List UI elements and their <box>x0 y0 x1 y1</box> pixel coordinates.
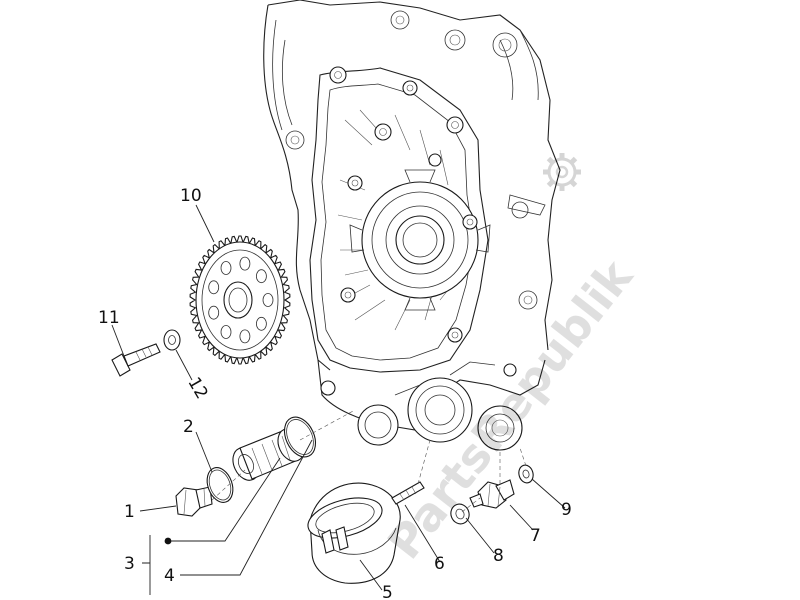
gear-hole <box>220 325 232 339</box>
sprocket-gear <box>189 235 291 365</box>
callout-6: 6 <box>434 554 445 574</box>
o-ring-small <box>206 467 234 503</box>
assembly-dot-marker <box>164 537 172 545</box>
sealing-washer <box>450 503 470 525</box>
washer <box>163 329 181 351</box>
leader-lines <box>111 204 566 595</box>
callout-2: 2 <box>183 417 194 437</box>
callout-7: 7 <box>530 526 541 546</box>
callout-11: 11 <box>98 308 120 328</box>
callout-9: 9 <box>561 500 572 520</box>
callout-10: 10 <box>180 186 202 206</box>
drain-plug <box>175 486 213 517</box>
gear-hole <box>208 280 220 295</box>
callout-5: 5 <box>382 583 393 600</box>
callout-1: 1 <box>124 502 135 522</box>
callout-4: 4 <box>164 566 175 586</box>
gear-hole <box>208 305 220 320</box>
gear-hole <box>255 269 267 284</box>
o-ring-large <box>283 416 317 458</box>
gear-hole <box>220 261 232 275</box>
callout-12: 12 <box>183 374 211 403</box>
oil-filter <box>307 482 401 584</box>
engine-crankcase <box>263 0 561 451</box>
gear-hole <box>255 316 267 331</box>
bolt <box>111 343 161 377</box>
gear-icon <box>543 153 581 191</box>
callout-8: 8 <box>493 546 504 566</box>
gear-hole <box>239 256 251 271</box>
ring-seal <box>518 464 534 484</box>
oil-pressure-sensor <box>469 479 515 509</box>
callout-3: 3 <box>124 554 135 574</box>
filter-stud <box>391 481 425 505</box>
gear-hole <box>262 293 274 307</box>
assembly-guide-lines <box>211 409 527 513</box>
gear-hole <box>239 329 251 344</box>
